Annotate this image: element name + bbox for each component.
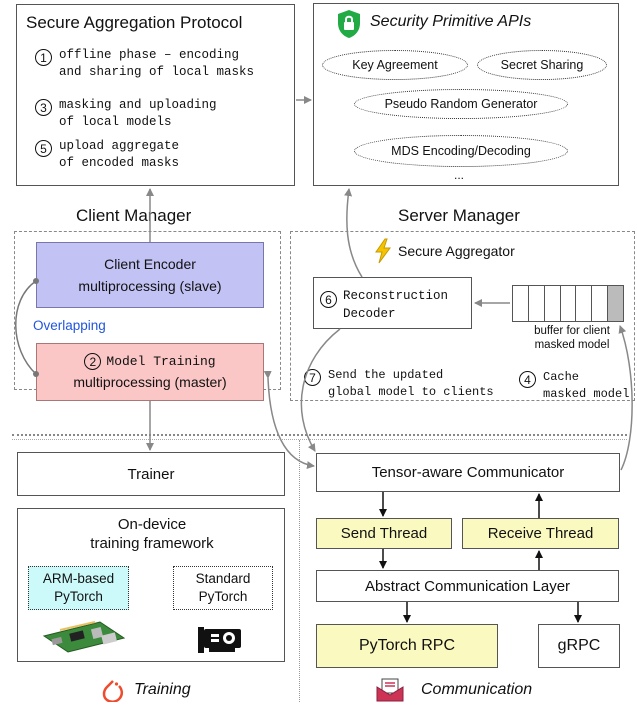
vertical-separator bbox=[299, 440, 300, 702]
step-text: upload aggregate of encoded masks bbox=[59, 139, 180, 170]
overlapping-label: Overlapping bbox=[33, 318, 106, 333]
server-step-7: 7 Send the updated global model to clien… bbox=[304, 367, 494, 401]
server-manager-region bbox=[290, 231, 635, 401]
mail-icon bbox=[376, 678, 404, 702]
server-step-4: 4 Cache masked model bbox=[519, 369, 629, 403]
model-training-title: Model Training bbox=[106, 354, 216, 369]
horizontal-separator bbox=[12, 434, 627, 436]
model-training-header: 2 Model Training bbox=[84, 351, 216, 372]
api-secret-sharing: Secret Sharing bbox=[477, 50, 607, 80]
step-text: Cache masked model bbox=[543, 370, 630, 401]
step-number: 3 bbox=[35, 99, 52, 116]
apis-panel: Security Primitive APIs Key Agreement Se… bbox=[313, 3, 619, 186]
model-training-subtitle: multiprocessing (master) bbox=[73, 374, 227, 390]
buffer-cell bbox=[545, 286, 561, 321]
step-text: offline phase – encoding and sharing of … bbox=[59, 48, 255, 79]
api-prg: Pseudo Random Generator bbox=[354, 89, 568, 119]
raspberry-pi-icon bbox=[40, 618, 128, 656]
step-number: 5 bbox=[35, 140, 52, 157]
shield-icon bbox=[336, 9, 362, 39]
client-encoder-box: Client Encoder multiprocessing (slave) bbox=[36, 242, 264, 308]
api-key-agreement: Key Agreement bbox=[322, 50, 468, 80]
trainer-box: Trainer bbox=[17, 452, 285, 496]
arm-pytorch-box: ARM-based PyTorch bbox=[28, 566, 129, 610]
receive-thread-label: Receive Thread bbox=[487, 525, 594, 542]
buffer-label: buffer for client masked model bbox=[534, 325, 610, 351]
step-number: 7 bbox=[304, 369, 321, 386]
server-manager-title: Server Manager bbox=[398, 206, 520, 225]
protocol-step-1: 1 offline phase – encoding and sharing o… bbox=[35, 47, 254, 81]
api-ellipsis: ... bbox=[454, 168, 465, 182]
receive-thread-box: Receive Thread bbox=[462, 518, 619, 549]
abstract-layer-box: Abstract Communication Layer bbox=[316, 570, 619, 602]
grpc-box: gRPC bbox=[538, 624, 620, 668]
framework-title: On-device training framework bbox=[90, 516, 214, 552]
standard-pytorch-label: Standard PyTorch bbox=[195, 571, 251, 604]
buffer-cell bbox=[529, 286, 545, 321]
reconstruction-title: Reconstruction bbox=[343, 289, 449, 303]
pytorch-logo-icon bbox=[102, 678, 124, 703]
tensor-communicator-box: Tensor-aware Communicator bbox=[316, 453, 620, 492]
protocol-title: Secure Aggregation Protocol bbox=[26, 13, 243, 32]
protocol-panel: Secure Aggregation Protocol 1 offline ph… bbox=[16, 4, 295, 186]
horizontal-separator-2 bbox=[12, 439, 627, 440]
protocol-step-5: 5 upload aggregate of encoded masks bbox=[35, 138, 179, 172]
model-training-box: 2 Model Training multiprocessing (master… bbox=[36, 343, 264, 401]
step-number: 1 bbox=[35, 49, 52, 66]
buffer-cell bbox=[592, 286, 609, 321]
client-manager-title: Client Manager bbox=[76, 206, 192, 225]
pytorch-rpc-label: PyTorch RPC bbox=[358, 637, 456, 654]
trainer-label: Trainer bbox=[127, 465, 175, 483]
masked-model-buffer bbox=[512, 285, 624, 322]
framework-box: On-device training framework ARM-based P… bbox=[17, 508, 285, 662]
training-footer: Training bbox=[134, 681, 191, 698]
step-text: masking and uploading of local models bbox=[59, 98, 217, 129]
step-number: 6 bbox=[320, 291, 337, 308]
reconstruction-decoder-box: 6 Reconstruction Decoder bbox=[313, 277, 472, 329]
step-number: 2 bbox=[84, 353, 102, 370]
send-thread-box: Send Thread bbox=[316, 518, 452, 549]
grpc-label: gRPC bbox=[557, 637, 601, 654]
step-number: 4 bbox=[519, 371, 536, 388]
client-encoder-title: Client Encoder bbox=[104, 256, 196, 272]
send-thread-label: Send Thread bbox=[340, 525, 428, 542]
apis-title: Security Primitive APIs bbox=[370, 13, 532, 30]
reconstruction-subtitle: Decoder bbox=[343, 307, 396, 321]
arm-pytorch-label: ARM-based PyTorch bbox=[42, 571, 115, 604]
buffer-cell bbox=[561, 286, 577, 321]
buffer-cell bbox=[513, 286, 529, 321]
pytorch-rpc-box: PyTorch RPC bbox=[316, 624, 498, 668]
secure-aggregator-label: Secure Aggregator bbox=[398, 243, 515, 259]
abstract-layer-label: Abstract Communication Layer bbox=[364, 577, 571, 595]
buffer-cell-filled bbox=[608, 286, 624, 321]
communication-footer: Communication bbox=[421, 681, 533, 698]
client-encoder-subtitle: multiprocessing (slave) bbox=[78, 278, 222, 294]
standard-pytorch-box: Standard PyTorch bbox=[173, 566, 273, 610]
protocol-step-3: 3 masking and uploading of local models bbox=[35, 97, 217, 131]
lightning-icon bbox=[373, 238, 393, 264]
tensor-communicator-label: Tensor-aware Communicator bbox=[371, 464, 565, 481]
buffer-cell bbox=[576, 286, 593, 321]
gpu-card-icon bbox=[197, 623, 243, 655]
api-mds: MDS Encoding/Decoding bbox=[354, 135, 568, 167]
step-text: Send the updated global model to clients bbox=[328, 368, 494, 399]
